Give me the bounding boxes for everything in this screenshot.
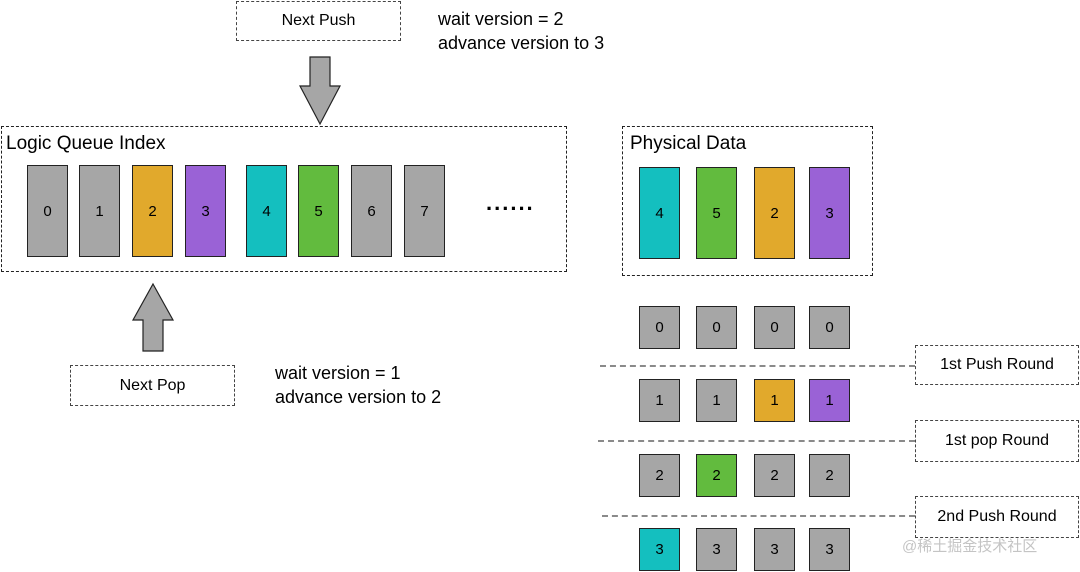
version-cell: 2	[754, 454, 795, 497]
pop-arrow-up-icon	[131, 282, 175, 352]
logic-queue-ellipsis: ......	[486, 190, 535, 215]
logic-queue-cell: 0	[27, 165, 68, 257]
version-cell: 0	[696, 306, 737, 349]
version-cell: 2	[809, 454, 850, 497]
push-note: wait version = 2 advance version to 3	[438, 7, 604, 55]
logic-queue-cell: 2	[132, 165, 173, 257]
round-separator-1	[600, 365, 915, 367]
physical-data-container	[622, 126, 873, 276]
logic-queue-title: Logic Queue Index	[6, 133, 166, 154]
logic-queue-container	[1, 126, 567, 272]
version-cell: 1	[639, 379, 680, 422]
version-cell: 3	[754, 528, 795, 571]
next-push-box: Next Push	[236, 1, 401, 41]
pop-note-line1: wait version = 1	[275, 363, 401, 383]
version-cell: 3	[639, 528, 680, 571]
pop-note: wait version = 1 advance version to 2	[275, 361, 441, 409]
next-pop-box: Next Pop	[70, 365, 235, 406]
watermark: @稀土掘金技术社区	[902, 538, 1038, 555]
version-cell: 2	[639, 454, 680, 497]
physical-data-cell: 4	[639, 167, 680, 259]
round-label-1: 1st Push Round	[915, 345, 1079, 385]
physical-data-title: Physical Data	[630, 133, 747, 154]
version-cell: 0	[639, 306, 680, 349]
push-note-line1: wait version = 2	[438, 9, 564, 29]
physical-data-cell: 3	[809, 167, 850, 259]
next-push-label: Next Push	[281, 12, 356, 29]
version-cell: 3	[809, 528, 850, 571]
round-label-3: 2nd Push Round	[915, 496, 1079, 538]
version-cell: 1	[696, 379, 737, 422]
logic-queue-cell: 1	[79, 165, 120, 257]
push-arrow-down-icon	[299, 56, 341, 126]
version-cell: 0	[809, 306, 850, 349]
pop-note-line2: advance version to 2	[275, 387, 442, 407]
round-label-2: 1st pop Round	[915, 420, 1079, 462]
push-note-line2: advance version to 3	[438, 33, 605, 53]
logic-queue-cell: 6	[351, 165, 392, 257]
physical-data-cell: 5	[696, 167, 737, 259]
version-cell: 0	[754, 306, 795, 349]
version-cell: 1	[754, 379, 795, 422]
logic-queue-cell: 4	[246, 165, 287, 257]
logic-queue-cell: 7	[404, 165, 445, 257]
physical-data-cell: 2	[754, 167, 795, 259]
version-cell: 3	[696, 528, 737, 571]
version-cell: 2	[696, 454, 737, 497]
logic-queue-cell: 5	[298, 165, 339, 257]
next-pop-label: Next Pop	[119, 376, 186, 394]
round-separator-3	[602, 515, 915, 517]
version-cell: 1	[809, 379, 850, 422]
round-separator-2	[598, 440, 915, 442]
logic-queue-cell: 3	[185, 165, 226, 257]
